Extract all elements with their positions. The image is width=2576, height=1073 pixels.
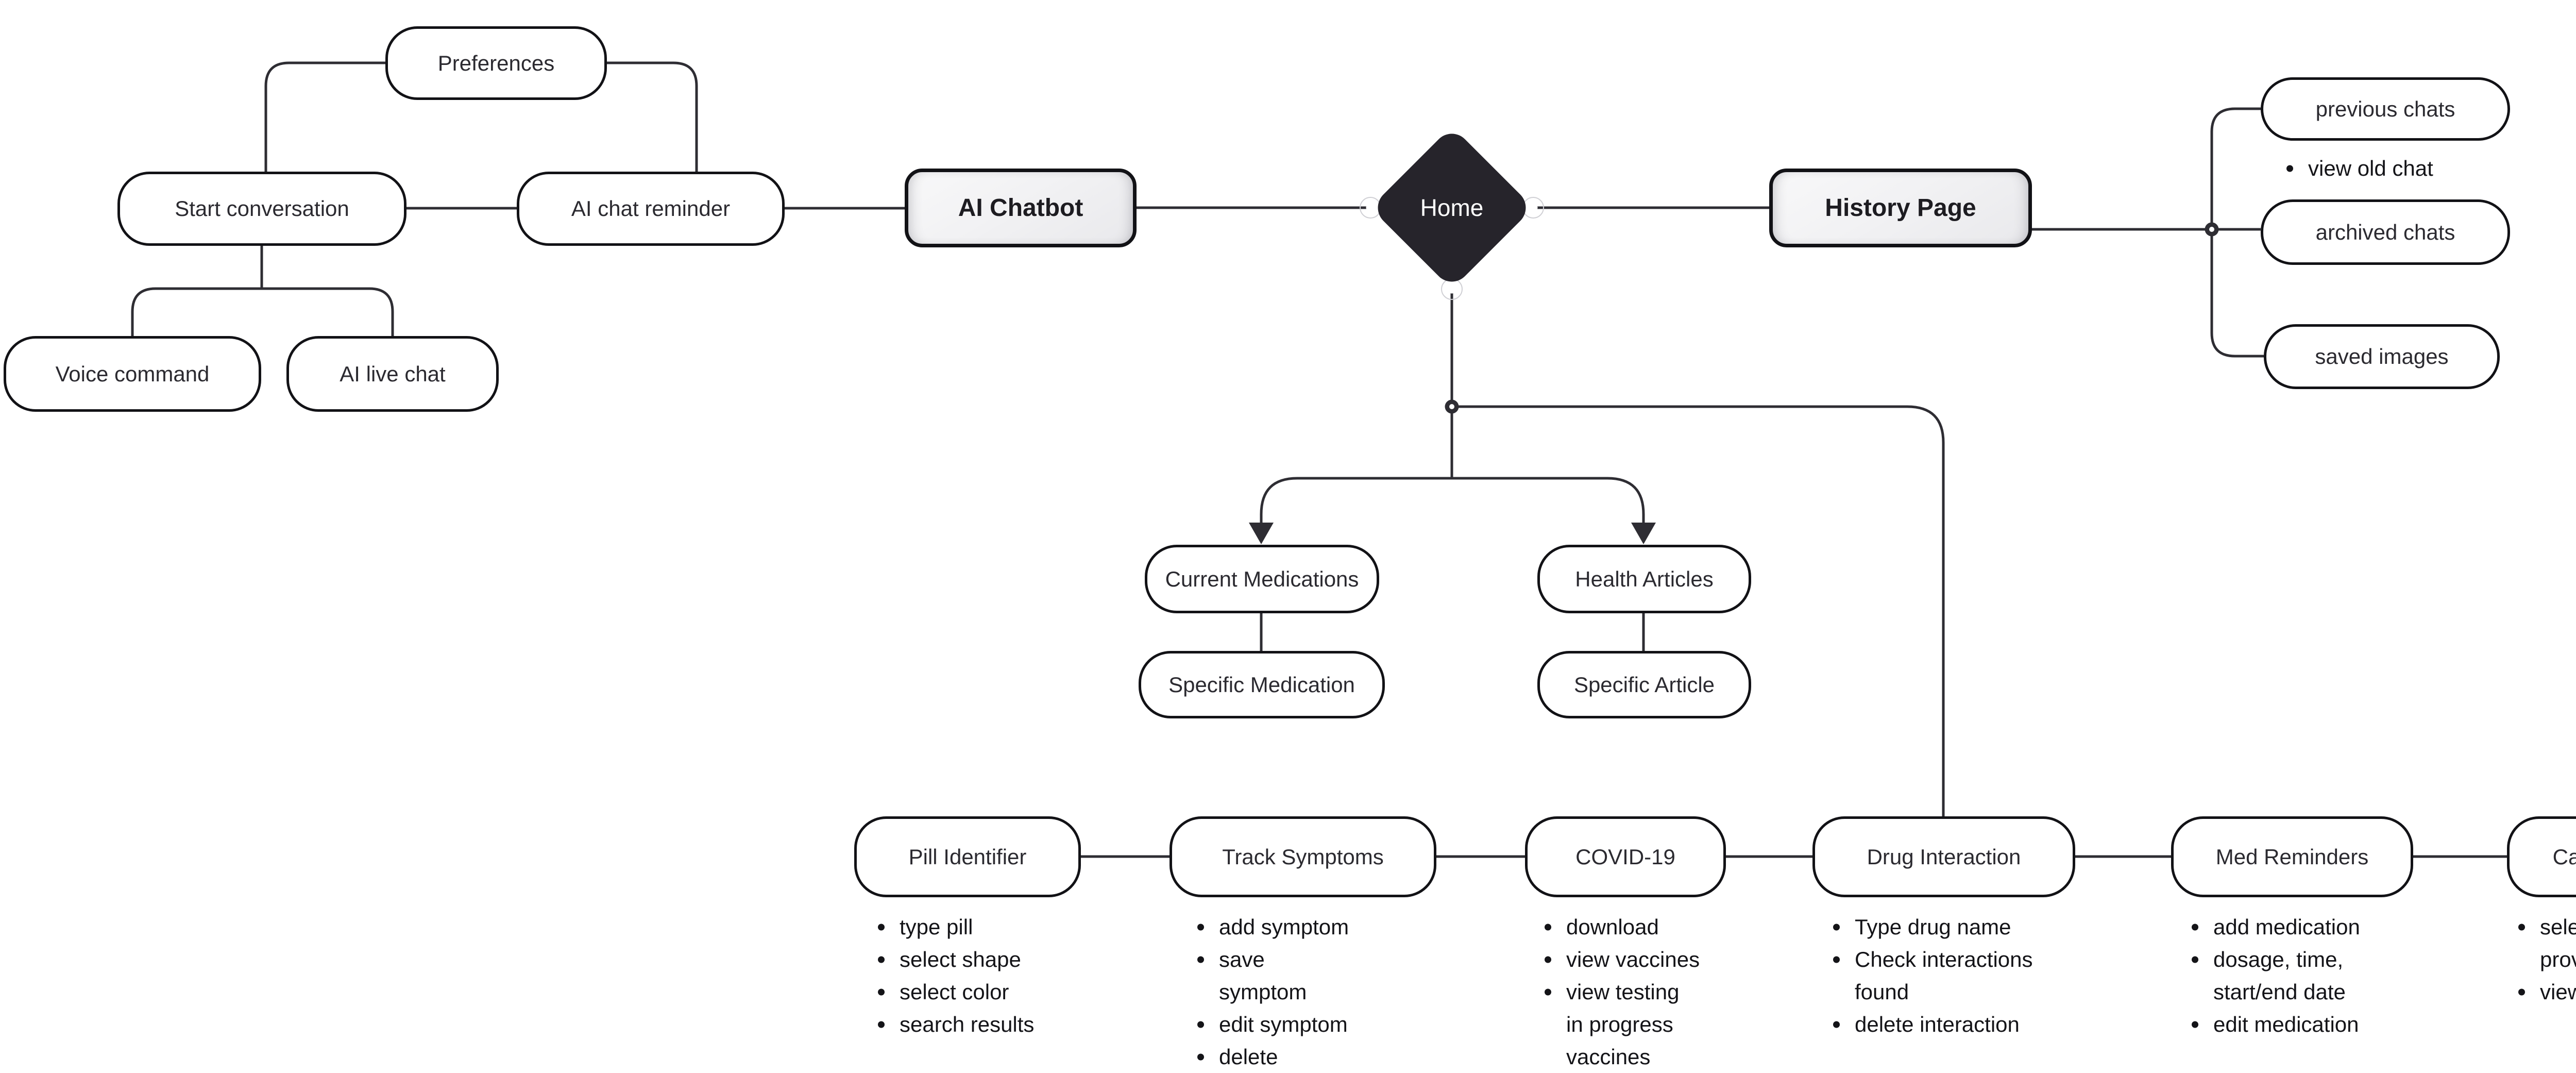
- med-reminders-feature-list: add medication dosage, time, start/end d…: [2190, 911, 2360, 1041]
- list-item: view testing: [1543, 976, 1700, 1008]
- edge-preferences-ai-chat-reminder: [607, 61, 698, 172]
- node-previous-chats[interactable]: previous chats: [2261, 77, 2510, 141]
- node-archived-chats[interactable]: archived chats: [2261, 199, 2510, 265]
- list-item-continuation: provider: [2540, 947, 2576, 971]
- junction-dot-below-home: [1445, 399, 1459, 414]
- list-item: type pill: [876, 911, 1034, 943]
- node-pill-identifier[interactable]: Pill Identifier: [854, 816, 1081, 897]
- node-specific-medication[interactable]: Specific Medication: [1139, 651, 1385, 718]
- care-team-feature-list: select care provider view profile: [2516, 911, 2576, 1008]
- list-item: search results: [876, 1008, 1034, 1041]
- edge-split-health-articles: [1452, 477, 1645, 538]
- list-item: Check interactions: [1831, 943, 2033, 976]
- list-item: view profile: [2516, 976, 2576, 1008]
- edge-split-ai-live-chat: [262, 287, 394, 336]
- list-item: delete: [1195, 1041, 1349, 1073]
- node-ai-live-chat[interactable]: AI live chat: [286, 336, 499, 412]
- edge-junction-drug-interaction: [1452, 405, 1945, 816]
- node-med-reminders[interactable]: Med Reminders: [2171, 816, 2413, 897]
- node-current-medications[interactable]: Current Medications: [1145, 545, 1379, 613]
- edge-junction-saved-images: [2210, 229, 2264, 358]
- list-item: dosage, time,: [2190, 943, 2360, 976]
- node-history-page[interactable]: History Page: [1769, 169, 2032, 247]
- list-item-continuation: vaccines: [1566, 1044, 1651, 1069]
- edge-split-voice-command: [131, 287, 262, 336]
- arrowhead-current-medications: [1249, 523, 1274, 544]
- list-item-continuation: symptom: [1219, 979, 1307, 1004]
- node-ai-chat-reminder[interactable]: AI chat reminder: [517, 172, 785, 246]
- edge-junction-previous-chats: [2210, 107, 2261, 229]
- node-health-articles[interactable]: Health Articles: [1537, 545, 1751, 613]
- drug-interaction-feature-list: Type drug name Check interactions found …: [1831, 911, 2033, 1041]
- history-note-list: view old chat: [2284, 152, 2433, 185]
- list-item: edit symptom: [1195, 1008, 1349, 1041]
- list-item-continuation: start/end date: [2213, 979, 2346, 1004]
- list-item: select shape: [876, 943, 1034, 976]
- list-item-continuation: found: [1855, 979, 1909, 1004]
- node-care-team[interactable]: Care Team: [2507, 816, 2576, 897]
- arrowhead-health-articles: [1631, 523, 1656, 544]
- list-item: save: [1195, 943, 1349, 976]
- list-item: add symptom: [1195, 911, 1349, 943]
- list-item: download: [1543, 911, 1700, 943]
- node-home[interactable]: Home: [1370, 126, 1534, 290]
- edge-preferences-start-conversation: [264, 61, 385, 172]
- list-item: add medication: [2190, 911, 2360, 943]
- list-item: edit medication: [2190, 1008, 2360, 1041]
- list-item: select care: [2516, 911, 2576, 943]
- node-voice-command[interactable]: Voice command: [4, 336, 261, 412]
- node-specific-article[interactable]: Specific Article: [1537, 651, 1751, 718]
- list-item: Type drug name: [1831, 911, 2033, 943]
- node-drug-interaction[interactable]: Drug Interaction: [1812, 816, 2075, 897]
- edge-split-current-medications: [1260, 477, 1452, 538]
- list-item-continuation: in progress: [1566, 1012, 1673, 1036]
- list-item: view old chat: [2284, 152, 2433, 185]
- home-label: Home: [1420, 194, 1484, 221]
- node-track-symptoms[interactable]: Track Symptoms: [1170, 816, 1436, 897]
- node-saved-images[interactable]: saved images: [2264, 324, 2500, 389]
- track-symptoms-feature-list: add symptom save symptom edit symptom de…: [1195, 911, 1349, 1073]
- list-item: view vaccines: [1543, 943, 1700, 976]
- list-item: delete interaction: [1831, 1008, 2033, 1041]
- node-start-conversation[interactable]: Start conversation: [117, 172, 406, 246]
- list-item: select color: [876, 976, 1034, 1008]
- node-covid19[interactable]: COVID-19: [1525, 816, 1726, 897]
- covid19-feature-list: download view vaccines view testing in p…: [1543, 911, 1700, 1073]
- node-ai-chatbot[interactable]: AI Chatbot: [905, 169, 1137, 247]
- pill-identifier-feature-list: type pill select shape select color sear…: [876, 911, 1034, 1041]
- junction-dot-history: [2205, 222, 2219, 237]
- node-preferences[interactable]: Preferences: [385, 26, 607, 100]
